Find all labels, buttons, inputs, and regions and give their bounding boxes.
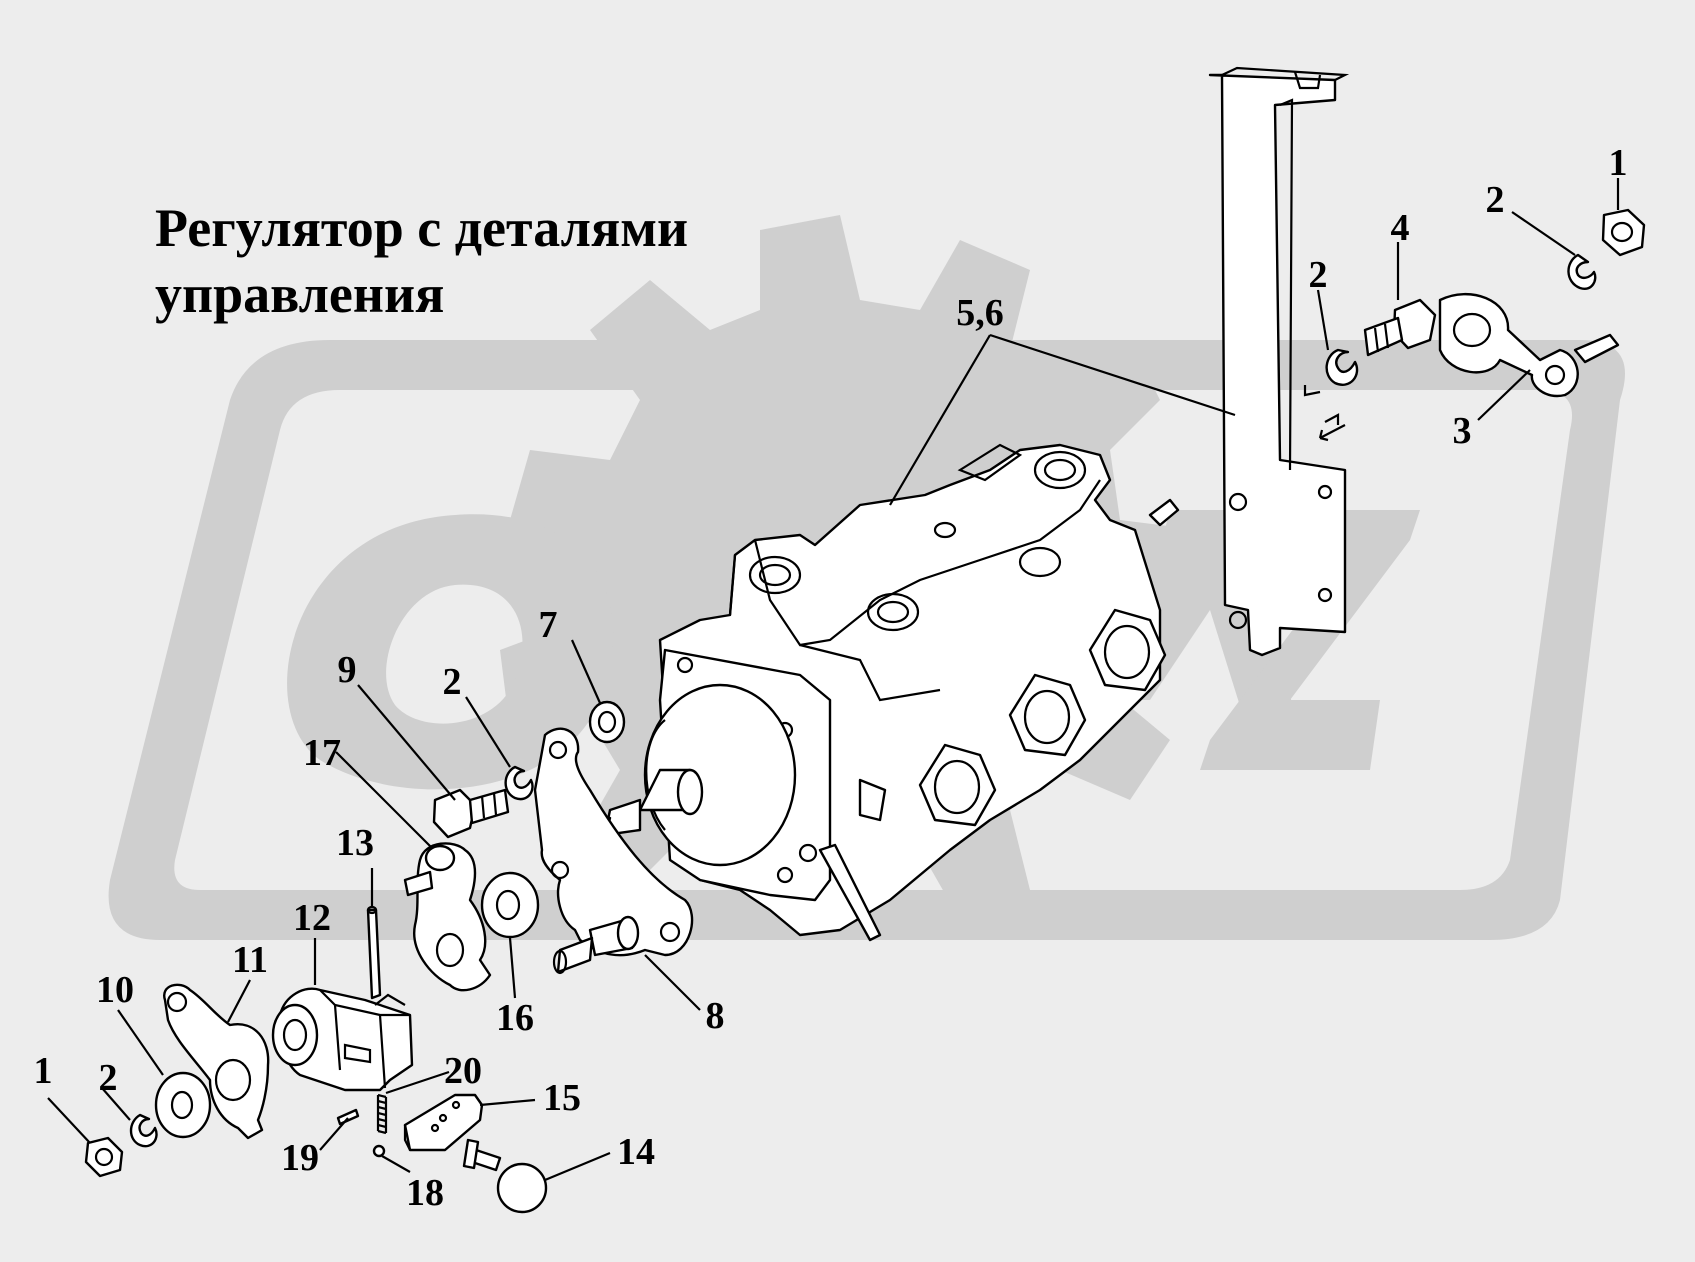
part-12-housing	[271, 987, 414, 1092]
leader-lines	[47, 178, 1620, 1182]
part-4-bolt	[1363, 298, 1437, 357]
callout-5-6: 5,6	[956, 292, 1004, 334]
part-3-lever	[1438, 292, 1620, 398]
callout-11: 11	[232, 939, 268, 981]
callout-7: 7	[539, 604, 558, 646]
callout-labels: 1 2 4 2 3 5,6 7 9 2 17 13 12 11 10 2 1 1…	[34, 142, 1628, 1214]
part-2-washer-top	[1567, 253, 1597, 290]
watermark-frame	[108, 340, 1626, 940]
callout-9: 9	[338, 649, 357, 691]
bracket-part	[1208, 66, 1350, 657]
callout-14: 14	[617, 1131, 655, 1173]
callout-16: 16	[496, 997, 534, 1039]
part-18-ball	[372, 1144, 386, 1158]
part-2-washer-mid	[1325, 348, 1359, 386]
part-19-pin	[336, 1108, 360, 1126]
callout-1-bottom: 1	[34, 1050, 53, 1092]
callout-2-bolt: 2	[1309, 254, 1328, 296]
part-2-washer-bottom	[129, 1113, 158, 1148]
part-7-washer	[588, 700, 626, 744]
part-1-nut-bottom	[84, 1136, 124, 1178]
part-11-lever	[163, 983, 270, 1140]
callout-2-left: 2	[443, 661, 462, 703]
callout-20: 20	[444, 1050, 482, 1092]
callout-17: 17	[303, 732, 341, 774]
part-15-plate	[403, 1093, 502, 1172]
callout-4: 4	[1391, 207, 1410, 249]
part-2-washer-left	[504, 765, 534, 801]
callout-19: 19	[281, 1137, 319, 1179]
part-9-bolt	[432, 788, 510, 839]
part-20-spring	[376, 1093, 388, 1135]
callout-12: 12	[293, 897, 331, 939]
title-line-1: Регулятор с деталями	[155, 198, 689, 258]
callout-3: 3	[1453, 410, 1472, 452]
callout-2-top: 2	[1486, 179, 1505, 221]
title-line-2: управления	[155, 264, 445, 324]
part-1-nut-top	[1601, 208, 1646, 257]
part-17-cam	[403, 842, 492, 992]
callout-10: 10	[96, 969, 134, 1011]
part-8-plate	[533, 727, 694, 975]
part-14-cap	[496, 1162, 548, 1214]
watermark-letter-o	[287, 514, 614, 790]
regulator-body	[588, 443, 1180, 942]
callout-1-top: 1	[1609, 142, 1628, 184]
watermark-letter-z	[1200, 510, 1420, 770]
callout-2-bottom: 2	[99, 1057, 118, 1099]
diagram-title: Регулятор с деталями управления	[155, 195, 688, 327]
callout-13: 13	[336, 822, 374, 864]
part-16-washer	[480, 871, 540, 939]
callout-8: 8	[706, 995, 725, 1037]
part-10-washer	[154, 1071, 212, 1139]
callout-15: 15	[543, 1077, 581, 1119]
callout-18: 18	[406, 1172, 444, 1214]
